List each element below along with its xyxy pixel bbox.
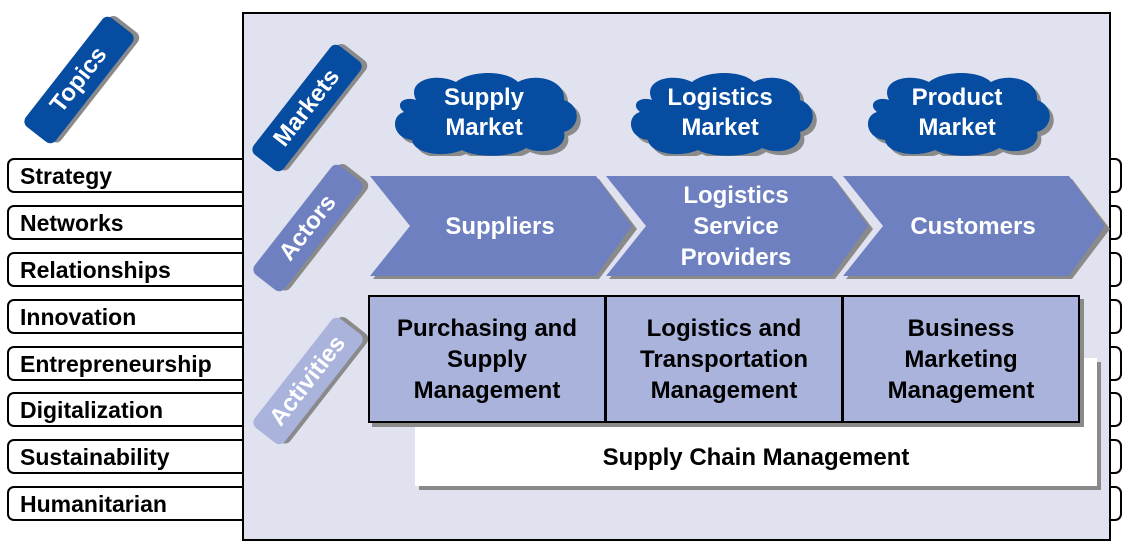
topic-tab-label: Digitalization	[20, 397, 164, 423]
right-tab-edge	[1111, 205, 1122, 240]
topic-tab-networks[interactable]: Networks	[7, 205, 243, 240]
market-cloud-supply: Supply Market	[386, 70, 582, 156]
market-cloud-line1: Logistics	[667, 84, 773, 111]
market-cloud-line2: Market	[445, 114, 523, 141]
activity-label: Logistics and Transportation Management	[639, 314, 808, 404]
market-cloud-line1: Supply	[443, 84, 524, 111]
topic-tab-label: Strategy	[20, 163, 113, 189]
right-tab-edge	[1111, 486, 1122, 521]
topic-tab-innovation[interactable]: Innovation	[7, 299, 243, 334]
topic-tab-humanitarian[interactable]: Humanitarian	[7, 486, 243, 521]
topic-tab-sustainability[interactable]: Sustainability	[7, 439, 243, 474]
market-cloud-line2: Market	[918, 114, 996, 141]
market-cloud-line1: Product	[911, 84, 1003, 111]
right-tab-edge	[1111, 158, 1122, 193]
topic-tab-label: Networks	[20, 210, 124, 236]
chevron-shape-icon	[843, 176, 1110, 279]
cloud-shape-icon	[630, 73, 817, 156]
right-tab-edge	[1111, 439, 1122, 474]
market-cloud-line2: Market	[681, 114, 759, 141]
cloud-shape-icon	[867, 73, 1054, 156]
topic-tab-entrepreneurship[interactable]: Entrepreneurship	[7, 346, 243, 381]
actor-chevron-logistics-service-providers: Logistics Service Providers	[606, 176, 874, 280]
topic-tab-label: Innovation	[20, 304, 137, 330]
topic-tab-label: Entrepreneurship	[20, 351, 212, 377]
actor-label: Logistics Service Providers	[680, 181, 792, 271]
cloud-shape-icon	[394, 73, 581, 156]
actor-label: Customers	[910, 212, 1036, 240]
right-tab-edge	[1111, 392, 1122, 427]
actor-chevron-suppliers: Suppliers	[370, 176, 638, 280]
topics-header-label: Topics	[44, 41, 113, 118]
actor-label: Suppliers	[445, 212, 555, 240]
activity-box-logistics: Logistics and Transportation Management	[605, 295, 843, 423]
actor-chevron-customers: Customers	[843, 176, 1111, 280]
right-tab-edge	[1111, 299, 1122, 334]
chevron-shape-icon	[606, 176, 873, 279]
market-cloud-logistics: Logistics Market	[622, 70, 818, 156]
activity-box-business-marketing: Business Marketing Management	[842, 295, 1080, 423]
activity-label: Business Marketing Management	[887, 314, 1035, 404]
topics-header-badge: Topics	[21, 13, 137, 147]
supply-chain-management-label: Supply Chain Management	[602, 444, 910, 471]
right-tab-edge	[1111, 346, 1122, 381]
topic-tab-label: Sustainability	[20, 444, 170, 470]
topic-tab-strategy[interactable]: Strategy	[7, 158, 243, 193]
topic-tab-relationships[interactable]: Relationships	[7, 252, 243, 287]
activity-label: Purchasing and Supply Management	[396, 314, 578, 404]
topic-tab-label: Relationships	[20, 257, 171, 283]
topic-tab-label: Humanitarian	[20, 491, 167, 517]
topic-tab-digitalization[interactable]: Digitalization	[7, 392, 243, 427]
activity-box-purchasing: Purchasing and Supply Management	[368, 295, 606, 423]
right-tab-edge	[1111, 252, 1122, 287]
market-cloud-product: Product Market	[859, 70, 1055, 156]
chevron-shape-icon	[370, 176, 637, 279]
